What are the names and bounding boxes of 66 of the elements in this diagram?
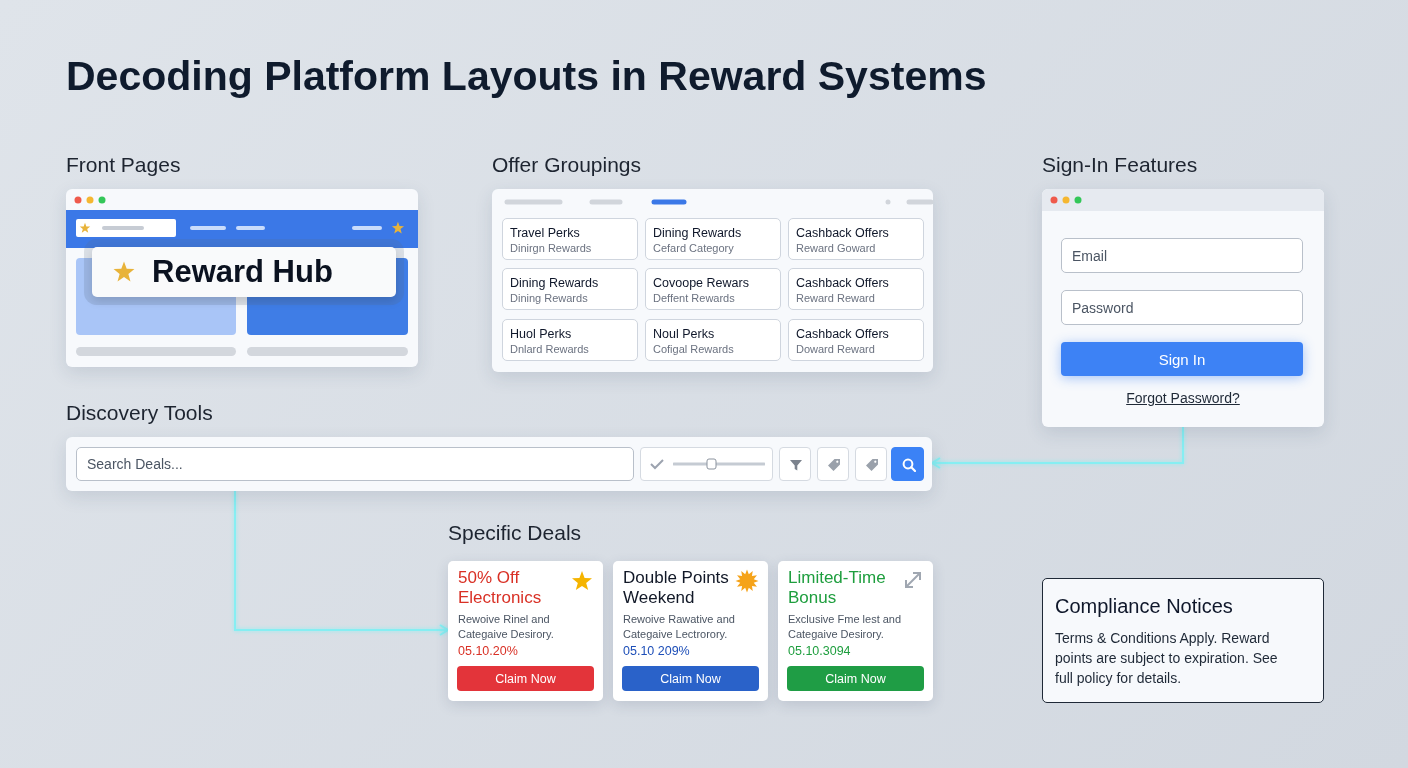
- notice-panel: [1042, 578, 1324, 703]
- sign-in-button: Sign In: [1061, 342, 1303, 376]
- diagram-title: Decoding Platform Layouts in Reward Systems: [66, 52, 987, 101]
- section-heading: Specific Deals: [448, 520, 582, 546]
- offer-subtitle: Dinirgn Rewards: [510, 241, 592, 255]
- deal-title: Double Points Weekend: [623, 568, 730, 608]
- section-heading: Discovery Tools: [66, 400, 213, 426]
- deal-card: [613, 561, 768, 701]
- deal-date: 05.10.20%: [458, 643, 518, 659]
- offer-subtitle: Doward Reward: [796, 342, 875, 356]
- offer-title: Covoope Rewars: [653, 275, 749, 291]
- arrow: [932, 277, 1043, 289]
- offer-subtitle: Cofigal Rewards: [653, 342, 734, 356]
- forgot-password-link: Forgot Password?: [1126, 389, 1240, 407]
- offer-title: Cashback Offers: [796, 225, 889, 241]
- deal-card: [448, 561, 603, 701]
- arrow: [234, 490, 449, 636]
- deal-title: 50% Off Electronics: [458, 568, 543, 608]
- section-heading: Front Pages: [66, 152, 181, 178]
- offer-subtitle: Cefard Category: [653, 241, 734, 255]
- offer-title: Dining Rewards: [510, 275, 599, 291]
- claim-button: Claim Now: [787, 666, 924, 691]
- offer-subtitle: Deffent Rewards: [653, 291, 735, 305]
- arrow: [692, 490, 704, 562]
- offer-title: Dining Rewards: [653, 225, 742, 241]
- deal-date: 05.10.3094: [788, 643, 851, 659]
- offer-title: Cashback Offers: [796, 326, 889, 342]
- arrow: [417, 277, 493, 289]
- offer-title: Cashback Offers: [796, 275, 889, 291]
- offer-subtitle: Dining Rewards: [510, 291, 588, 305]
- deal-card: [778, 561, 933, 701]
- deal-description: Rewoive Rinel and Categaive Desirory.: [458, 612, 555, 642]
- section-heading: Sign-In Features: [1042, 152, 1198, 178]
- offer-title: Noul Perks: [653, 326, 715, 342]
- offer-title: Travel Perks: [510, 225, 580, 241]
- hero-banner: [92, 247, 396, 297]
- deal-description: Rewoive Rawative and Categaive Lectrorory.: [623, 612, 736, 642]
- offer-card: [645, 218, 781, 260]
- arrow: [1177, 426, 1189, 579]
- arrow: [229, 366, 241, 438]
- offer-card: [645, 319, 781, 361]
- offer-subtitle: Dnlard Rewards: [510, 342, 589, 356]
- deal-description: Exclusive Fme lest and Categaive Desirory.: [788, 612, 903, 642]
- claim-button: Claim Now: [622, 666, 759, 691]
- section-heading: Offer Groupings: [492, 152, 642, 178]
- offer-title: Huol Perks: [510, 326, 572, 342]
- offer-card: [502, 218, 638, 260]
- offer-subtitle: Reward Reward: [796, 291, 875, 305]
- offer-subtitle: Reward Goward: [796, 241, 876, 255]
- search-field: Search Deals...: [76, 447, 634, 481]
- banner-title: Reward Hub: [152, 255, 333, 289]
- offer-card: [502, 268, 638, 310]
- offer-card: [502, 319, 638, 361]
- offer-card: [788, 319, 924, 361]
- notice-text: Terms & Conditions Apply. Reward points are subject to expiration. See full policy for details.: [1055, 629, 1279, 688]
- arrow: [932, 632, 1043, 644]
- offer-card: [788, 218, 924, 260]
- password-field: Password: [1061, 290, 1303, 325]
- offer-card: [645, 268, 781, 310]
- deal-title: Limited-Time Bonus: [788, 568, 887, 608]
- claim-button: Claim Now: [457, 666, 594, 691]
- email-field: Email: [1061, 238, 1303, 273]
- deal-date: 05.10 209%: [623, 643, 690, 659]
- notice-heading: Compliance Notices: [1055, 594, 1233, 618]
- offer-card: [788, 268, 924, 310]
- arrow: [692, 371, 704, 438]
